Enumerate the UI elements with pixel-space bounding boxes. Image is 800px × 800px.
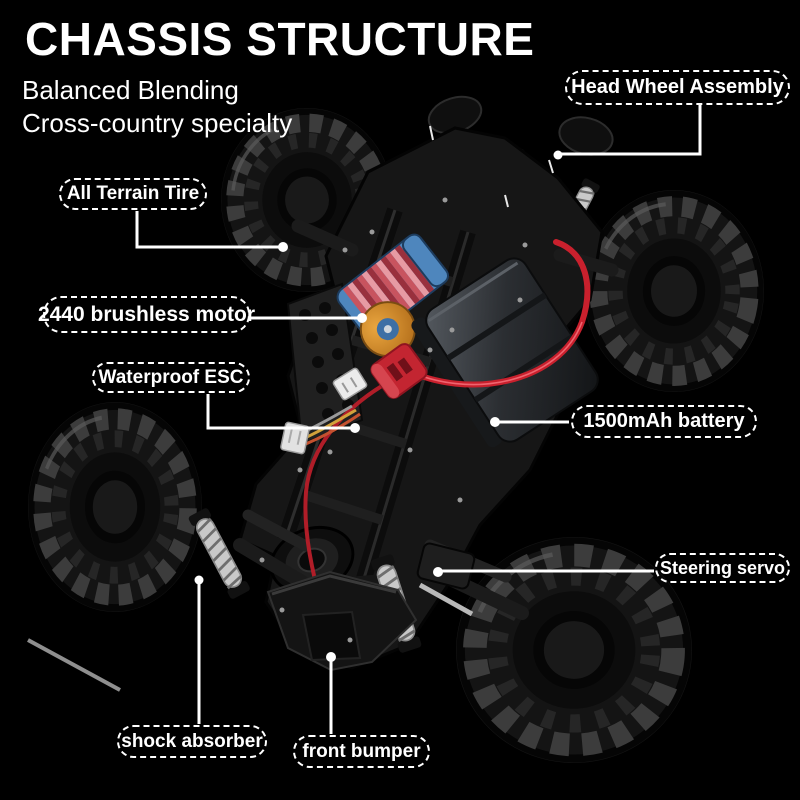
callout-dot-front-bumper: [326, 652, 336, 662]
callout-label-shock-absorber: shock absorber: [117, 725, 267, 758]
callout-label-all-terrain-tire: All Terrain Tire: [59, 178, 207, 210]
brushless-motor: [336, 233, 449, 358]
callout-dot-waterproof-esc: [350, 423, 360, 433]
callout-dot-brushless-motor: [357, 313, 367, 323]
callout-line-all-terrain-tire: [135, 211, 281, 249]
body-clip-pins: [429, 125, 554, 208]
t-plug-connector: [370, 343, 428, 399]
subtitle-line-1: Balanced Blending: [22, 75, 239, 105]
front-bumper-part: [266, 570, 418, 672]
callout-lines: [135, 104, 702, 734]
hex-pattern: [299, 302, 354, 420]
callout-dot-shock-absorber: [194, 575, 204, 585]
drive-shaft: [418, 582, 474, 617]
callout-label-head-wheel-assembly: Head Wheel Assembly: [565, 70, 790, 105]
callout-label-waterproof-esc: Waterproof ESC: [92, 362, 250, 393]
steering-link-rod: [27, 638, 121, 692]
subtitle-line-2: Cross-country specialty: [22, 108, 293, 138]
page-subtitle: Balanced Blending Cross-country specialt…: [22, 74, 292, 140]
callout-dot-all-terrain-tire: [278, 242, 288, 252]
callout-label-front-bumper: front bumper: [293, 735, 430, 768]
battery-plug-white: [332, 367, 368, 401]
callout-dot-battery: [490, 417, 500, 427]
callout-label-battery: 1500mAh battery: [571, 405, 757, 438]
red-wire-front: [303, 378, 393, 607]
callout-dot-head-wheel-assembly: [553, 150, 563, 160]
callout-label-brushless-motor: 2440 brushless motor: [38, 296, 255, 333]
callout-label-steering-servo: Steering servo: [655, 553, 790, 583]
callout-line-waterproof-esc: [206, 394, 353, 430]
tire-front-left: [19, 392, 210, 623]
page-title: CHASSIS STRUCTURE: [25, 13, 535, 65]
callout-dot-steering-servo: [433, 567, 443, 577]
tire-rear-right: [570, 174, 779, 408]
callout-line-head-wheel-assembly: [560, 104, 702, 156]
esc-plug: [280, 421, 310, 455]
screws: [259, 197, 528, 643]
